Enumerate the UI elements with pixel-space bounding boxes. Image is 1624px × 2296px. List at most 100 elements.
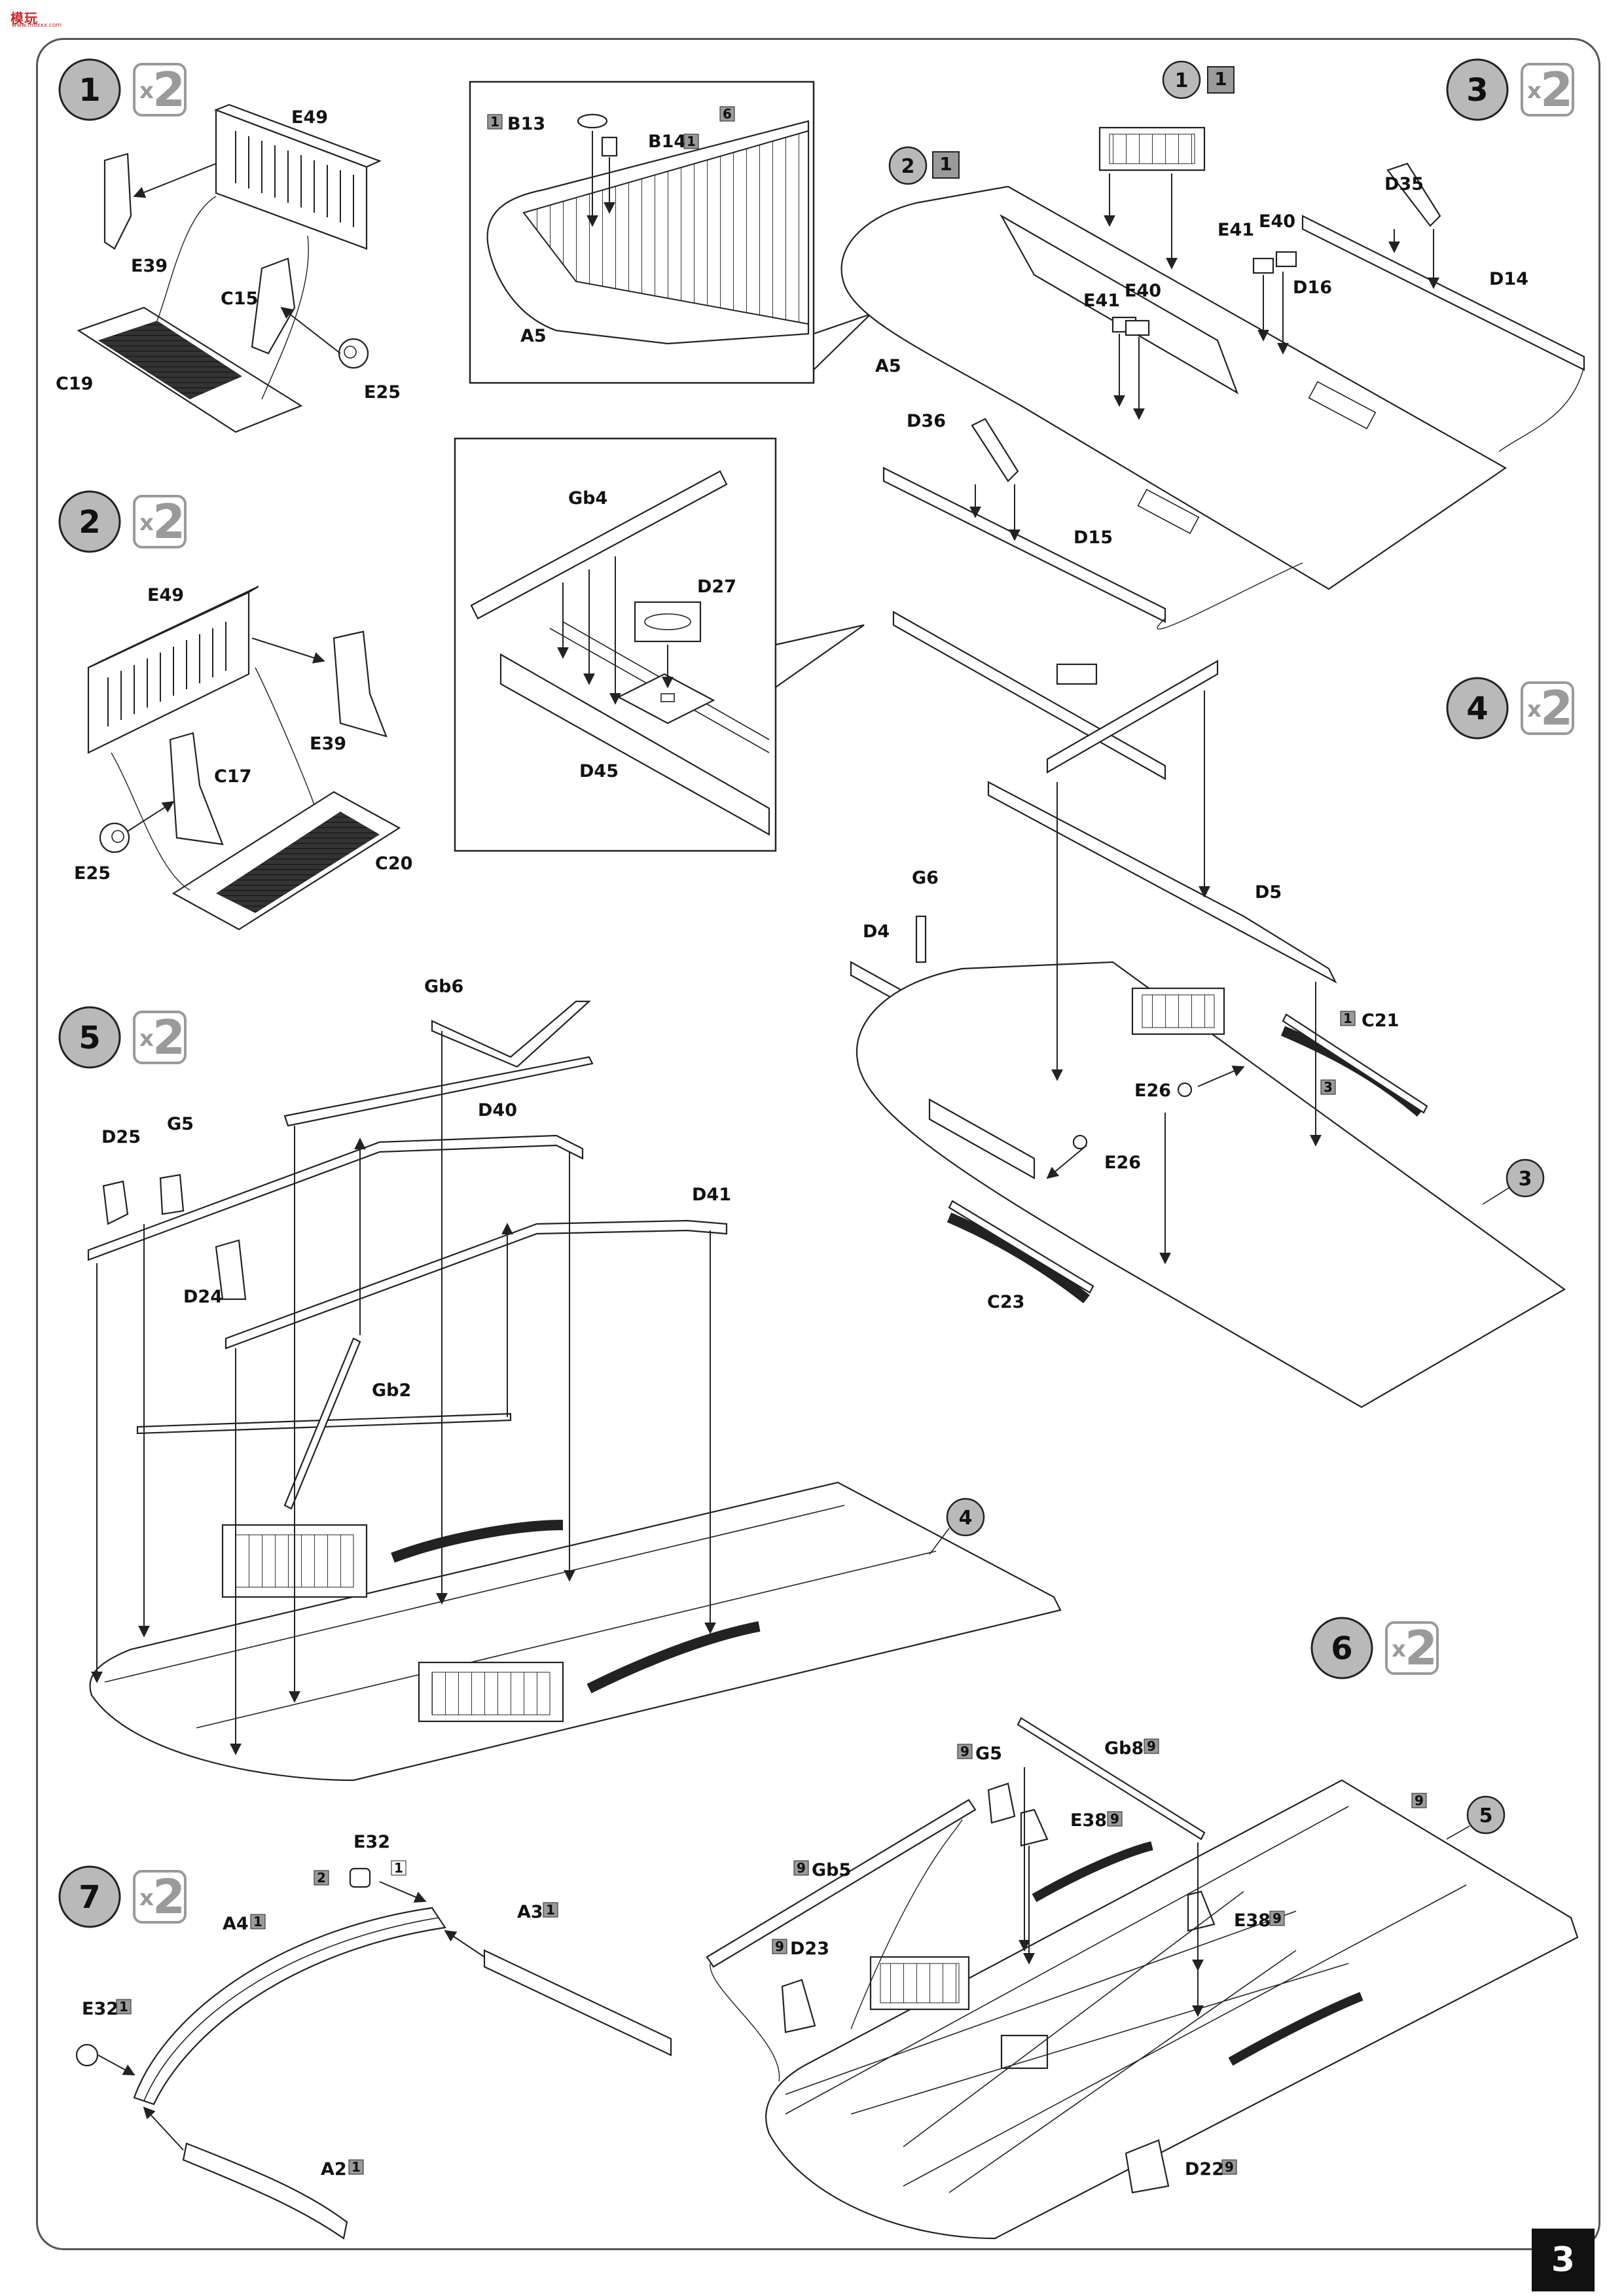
svg-text:9: 9 (1110, 1811, 1119, 1827)
svg-text:5: 5 (1479, 1804, 1493, 1827)
part-c17 (169, 732, 224, 846)
label-a4: A4 (223, 1914, 249, 1934)
part-d35 (1386, 162, 1441, 227)
part-e39 (103, 152, 132, 250)
part-a4 (133, 1907, 446, 2106)
detail-inset-b: Gb4 D27 D45 (454, 437, 865, 852)
svg-text:1: 1 (1214, 68, 1227, 90)
label-d27: D27 (697, 577, 736, 597)
part-g6 (915, 915, 927, 963)
svg-text:1: 1 (253, 1914, 262, 1929)
logo-subtext: www.moxxx.com (12, 22, 62, 29)
step-7-number: 7 (79, 1879, 100, 1916)
part-b13 (577, 113, 608, 129)
part-d5 (987, 781, 1337, 984)
svg-text:2: 2 (153, 1010, 185, 1065)
label-e49: E49 (291, 107, 328, 128)
part-e26-b (1072, 1134, 1088, 1150)
svg-text:1: 1 (394, 1860, 403, 1876)
page-frame (36, 38, 1600, 2250)
step-7: 7 x 2 E32 2 1 A4 1 A3 1 E32 (58, 1832, 672, 2240)
svg-text:x: x (139, 1026, 154, 1052)
step-2-number: 2 (79, 504, 100, 541)
part-e26-a (1177, 1082, 1193, 1098)
label-e41-left: E41 (1083, 291, 1120, 311)
svg-text:2: 2 (153, 494, 185, 549)
svg-text:3: 3 (1519, 1168, 1532, 1191)
label-e26-top: E26 (1134, 1081, 1171, 1101)
label-e39-step2: E39 (310, 734, 346, 754)
step-5: 5 x 2 (58, 977, 1062, 1782)
svg-text:2: 2 (1540, 681, 1573, 736)
detail-inset-a: 1 B13 B14 1 6 A5 (469, 81, 871, 384)
label-d24: D24 (183, 1287, 223, 1307)
part-a2 (182, 2142, 348, 2240)
label-d5: D5 (1255, 882, 1282, 903)
svg-text:1: 1 (546, 1902, 555, 1918)
step-6-multiplier: x 2 (1385, 1621, 1439, 1676)
svg-text:1: 1 (939, 153, 952, 175)
step-5-multiplier: x 2 (133, 1010, 187, 1065)
part-c15 (251, 257, 296, 355)
svg-text:1: 1 (490, 114, 499, 130)
label-a3: A3 (517, 1902, 543, 1922)
part-d36 (971, 418, 1019, 482)
part-e32-left (75, 2043, 99, 2067)
part-gb8 (1017, 1717, 1206, 1840)
svg-text:1: 1 (687, 134, 696, 149)
svg-text:6: 6 (723, 106, 732, 122)
step-4-number: 4 (1466, 691, 1488, 727)
part-e32-top (349, 1867, 371, 1888)
label-e49-step2: E49 (147, 585, 184, 605)
svg-text:2: 2 (153, 1869, 185, 1924)
label-gb5: Gb5 (812, 1860, 851, 1880)
label-gb4: Gb4 (568, 488, 607, 509)
svg-text:2: 2 (901, 155, 915, 178)
label-gb8: Gb8 (1104, 1738, 1144, 1759)
label-c17: C17 (214, 766, 251, 787)
label-g6: G6 (912, 868, 939, 888)
svg-text:x: x (139, 78, 154, 104)
label-c23: C23 (987, 1292, 1024, 1312)
part-e39-step2 (333, 630, 388, 738)
svg-text:1: 1 (119, 1999, 128, 2015)
label-e40-right: E40 (1259, 211, 1295, 232)
label-g5-step6: G5 (975, 1744, 1002, 1764)
label-a5: A5 (875, 356, 901, 376)
part-b14 (601, 136, 618, 157)
part-d45 (499, 653, 770, 836)
step-1-badge (58, 58, 121, 121)
label-e40-left: E40 (1125, 281, 1161, 301)
step-1: 1 x 2 E49 E39 C15 C1 (56, 58, 401, 433)
step-6: 6 x 2 (706, 1617, 1579, 2240)
part-g5-step6 (987, 1782, 1016, 1824)
label-d41: D41 (692, 1185, 731, 1205)
step-6-number: 6 (1331, 1630, 1352, 1667)
part-d25 (102, 1180, 129, 1225)
label-e32-top: E32 (353, 1832, 390, 1852)
label-b13: B13 (507, 114, 545, 134)
step-3: 3 x 2 1 1 2 1 (840, 58, 1585, 630)
step-3-number: 3 (1466, 72, 1488, 109)
label-d40: D40 (478, 1100, 517, 1121)
label-d4: D4 (863, 922, 890, 942)
svg-text:x: x (139, 510, 154, 536)
label-a2: A2 (321, 2159, 347, 2179)
svg-text:x: x (1527, 696, 1542, 723)
svg-text:9: 9 (775, 1939, 784, 1954)
publisher-logo: 模玩 www.moxxx.com (4, 3, 62, 29)
svg-text:9: 9 (960, 1744, 969, 1759)
part-e38-a (1020, 1808, 1049, 1847)
label-d14: D14 (1489, 269, 1528, 289)
svg-text:1: 1 (1343, 1011, 1352, 1026)
label-d16: D16 (1293, 278, 1332, 298)
step-2: 2 x 2 E49 E39 C17 E25 C20 (58, 490, 412, 931)
step-1-multiplier: x 2 (133, 62, 187, 117)
label-d36: D36 (907, 411, 946, 431)
svg-text:x: x (1527, 78, 1542, 104)
svg-text:2: 2 (1405, 1621, 1437, 1676)
part-d14 (1301, 215, 1585, 371)
label-g5: G5 (167, 1114, 194, 1134)
label-c19: C19 (56, 374, 93, 394)
